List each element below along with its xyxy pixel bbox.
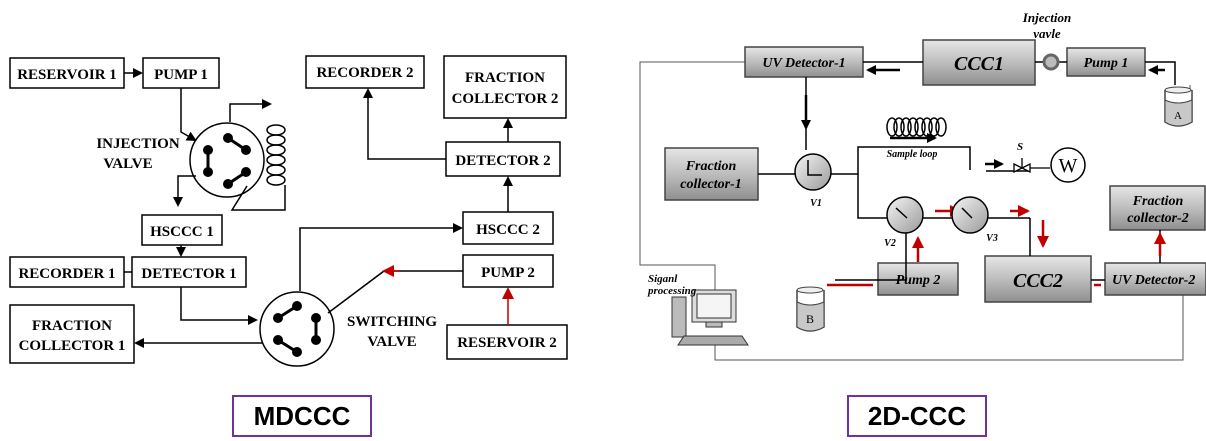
reservoir-a-icon: [1164, 86, 1193, 127]
recorder-2-label: RECORDER 2: [316, 65, 413, 81]
computer-icon: [671, 289, 749, 346]
fraction-collector-2-right-box: [1109, 185, 1206, 231]
switching-valve-label-2: VALVE: [367, 334, 416, 350]
valve-v2: [886, 196, 924, 234]
fraction-collector-2-label-1: FRACTION: [465, 70, 545, 86]
injection-valve-circle: [189, 122, 265, 198]
reservoir-a-label: A: [1174, 110, 1182, 122]
pump-1-label: PUMP 1: [154, 67, 208, 83]
fraction-collector-2-right-label-2: collector-2: [1127, 211, 1188, 226]
detector-1-label: DETECTOR 1: [141, 266, 236, 282]
2dccc-diagram: [639, 39, 1206, 361]
2dccc-caption: 2D-CCC: [847, 395, 987, 437]
fraction-collector-1-label-1: FRACTION: [32, 318, 112, 334]
uv-detector-1-box: [744, 46, 864, 78]
fraction-collector-1-right-label-2: collector-1: [680, 177, 741, 192]
injection-valve-label-1: INJECTION: [96, 136, 180, 152]
mdccc-diagram: [9, 55, 568, 367]
s-valve-icon: [1013, 158, 1050, 174]
reservoir-b-label: B: [806, 312, 814, 326]
fraction-collector-2-right-label-1: Fraction: [1132, 194, 1184, 209]
sample-loop-coil: [886, 117, 947, 137]
s-label: S: [1017, 141, 1023, 153]
waste-circle: [1050, 147, 1086, 183]
hsccc-1-box: [141, 214, 223, 246]
ccc2-label: CCC2: [1013, 270, 1063, 292]
reservoir-1-label: RESERVOIR 1: [17, 67, 117, 83]
signal-processing-label-2: processing: [647, 285, 697, 297]
v3-label: V3: [986, 233, 998, 244]
reservoir-b-icon: [796, 286, 825, 332]
pump-2-label: PUMP 2: [481, 265, 535, 281]
valve-v1: [794, 153, 832, 191]
hsccc-1-label: HSCCC 1: [150, 224, 214, 240]
fraction-collector-1-right-box: [664, 147, 759, 201]
switching-valve-label-1: SWITCHING: [347, 314, 437, 330]
injection-valve-icon: [1042, 53, 1060, 71]
pump-2-right-box: [877, 262, 959, 296]
injection-loop-coil: [266, 124, 286, 186]
hsccc-2-label: HSCCC 2: [476, 222, 540, 238]
injection-valve-label-line-2: vavle: [1033, 26, 1061, 41]
injection-valve-label-2: VALVE: [103, 156, 152, 172]
detector-2-label: DETECTOR 2: [455, 153, 550, 169]
fraction-collector-2-box: [443, 55, 567, 119]
switching-valve-ports: [273, 301, 321, 357]
uv-detector-2-box: [1104, 262, 1206, 296]
fraction-collector-2-label-2: COLLECTOR 2: [452, 91, 559, 107]
switching-valve-circle: [259, 291, 335, 367]
uv-detector-1-label: UV Detector-1: [762, 56, 845, 71]
uv-detector-2-label: UV Detector-2: [1112, 273, 1195, 288]
ccc1-label: CCC1: [954, 53, 1004, 75]
fraction-collector-1-box: [9, 304, 135, 364]
injection-valve-label-line-1: Injection: [1022, 10, 1071, 25]
injection-valve-ports: [203, 133, 251, 189]
v2-label: V2: [884, 238, 896, 249]
waste-label: W: [1059, 155, 1078, 177]
signal-processing-label-1: Siganl: [648, 273, 678, 285]
v1-label: V1: [810, 198, 822, 209]
recorder-1-label: RECORDER 1: [18, 266, 115, 282]
sample-loop-label: Sample loop: [887, 149, 938, 160]
ccc2-box: [984, 255, 1092, 303]
fraction-collector-1-label-2: COLLECTOR 1: [19, 338, 126, 354]
pump-1-right-label: Pump 1: [1084, 56, 1129, 71]
ccc1-box: [922, 39, 1036, 86]
fraction-collector-1-right-label-1: Fraction: [685, 159, 737, 174]
reservoir-2-box: [446, 324, 568, 360]
reservoir-2-label: RESERVOIR 2: [457, 335, 557, 351]
pump-2-right-label: Pump 2: [896, 273, 941, 288]
mdccc-caption: MDCCC: [232, 395, 372, 437]
